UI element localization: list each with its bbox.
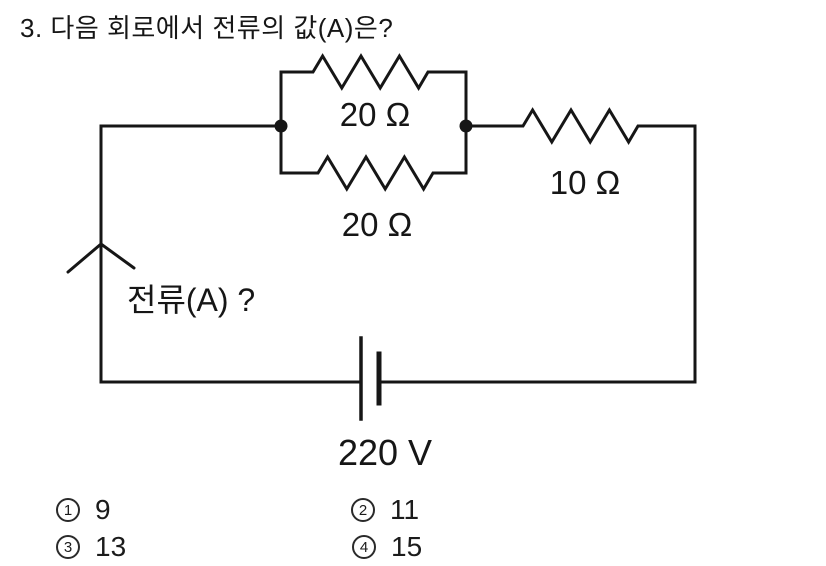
option-3-marker: 3 <box>56 535 80 559</box>
resistor-20ohm-top <box>279 53 468 91</box>
option-4-value: 15 <box>391 531 423 562</box>
option-2[interactable]: 2 11 <box>351 496 419 524</box>
option-2-marker: 2 <box>351 498 375 522</box>
option-1-value: 9 <box>95 494 111 525</box>
label-current-question: 전류(A) ? <box>127 282 255 318</box>
option-1[interactable]: 1 9 <box>56 496 111 524</box>
label-parallel-top-resistor: 20 Ω <box>340 96 411 133</box>
junction-dot-left <box>274 119 288 133</box>
current-arrow-icon <box>66 242 136 274</box>
resistor-20ohm-bottom <box>279 154 468 192</box>
option-1-marker: 1 <box>56 498 80 522</box>
label-series-resistor: 10 Ω <box>550 164 621 201</box>
option-2-value: 11 <box>390 494 420 525</box>
option-4-marker: 4 <box>352 535 376 559</box>
option-3[interactable]: 3 13 <box>56 533 126 561</box>
option-3-value: 13 <box>95 531 127 562</box>
question-title: 3. 다음 회로에서 전류의 값(A)은? <box>20 13 394 43</box>
label-battery-voltage: 220 V <box>338 432 432 473</box>
label-parallel-bottom-resistor: 20 Ω <box>342 206 413 243</box>
resistor-10ohm <box>464 107 697 145</box>
option-4[interactable]: 4 15 <box>352 533 422 561</box>
junction-dot-right <box>459 119 473 133</box>
